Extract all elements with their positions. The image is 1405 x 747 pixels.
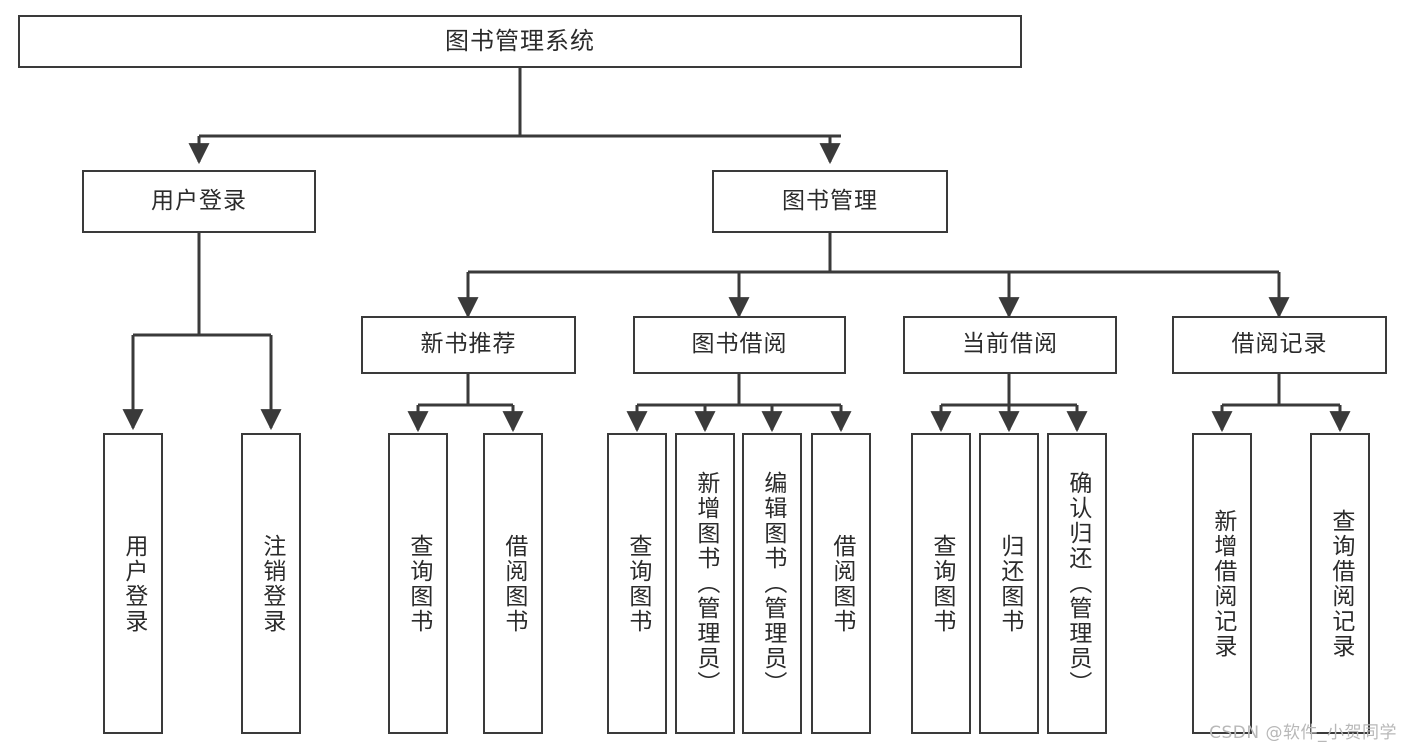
node-leaf-return-book[interactable]: 归还图书 xyxy=(979,433,1039,734)
node-label: 用户登录 xyxy=(151,187,247,214)
node-book-management[interactable]: 图书管理 xyxy=(712,170,948,233)
node-leaf-user-login[interactable]: 用户登录 xyxy=(103,433,163,734)
node-leaf-query-record[interactable]: 查询借阅记录 xyxy=(1310,433,1370,734)
node-label: 用户登录 xyxy=(120,533,147,634)
node-leaf-add-book[interactable]: 新增图书（管理员） xyxy=(675,433,735,734)
node-label: 查询图书 xyxy=(624,533,651,634)
node-user-login[interactable]: 用户登录 xyxy=(82,170,316,233)
node-leaf-borrow-book-2[interactable]: 借阅图书 xyxy=(811,433,871,734)
node-leaf-user-logout[interactable]: 注销登录 xyxy=(241,433,301,734)
node-leaf-query-book-2[interactable]: 查询图书 xyxy=(607,433,667,734)
node-leaf-add-record[interactable]: 新增借阅记录 xyxy=(1192,433,1252,734)
node-leaf-query-book-1[interactable]: 查询图书 xyxy=(388,433,448,734)
node-leaf-confirm-return[interactable]: 确认归还（管理员） xyxy=(1047,433,1107,734)
node-label: 查询图书 xyxy=(405,533,432,634)
node-label: 新书推荐 xyxy=(420,331,517,358)
node-root-book-management-system[interactable]: 图书管理系统 xyxy=(18,15,1022,68)
node-label: 借阅图书 xyxy=(500,533,527,634)
node-label: 查询图书 xyxy=(928,533,955,634)
node-leaf-edit-book[interactable]: 编辑图书（管理员） xyxy=(742,433,802,734)
node-new-book-recommend[interactable]: 新书推荐 xyxy=(361,316,576,374)
node-leaf-query-book-3[interactable]: 查询图书 xyxy=(911,433,971,734)
node-book-borrow[interactable]: 图书借阅 xyxy=(633,316,846,374)
node-label: 图书管理 xyxy=(782,187,878,214)
csdn-watermark: CSDN @软件_小贺同学 xyxy=(1209,723,1397,743)
node-borrow-record[interactable]: 借阅记录 xyxy=(1172,316,1387,374)
node-leaf-borrow-book-1[interactable]: 借阅图书 xyxy=(483,433,543,734)
node-label: 查询借阅记录 xyxy=(1327,508,1354,659)
node-label: 新增借阅记录 xyxy=(1209,508,1236,659)
node-label: 编辑图书（管理员） xyxy=(759,471,786,696)
node-label: 注销登录 xyxy=(258,533,285,634)
node-label: 确认归还（管理员） xyxy=(1064,471,1091,696)
node-label: 借阅记录 xyxy=(1231,331,1328,358)
node-label: 新增图书（管理员） xyxy=(692,471,719,696)
node-label: 借阅图书 xyxy=(828,533,855,634)
node-label: 图书管理系统 xyxy=(445,27,595,56)
node-label: 当前借阅 xyxy=(962,331,1058,358)
node-label: 图书借阅 xyxy=(691,331,788,358)
node-label: 归还图书 xyxy=(996,533,1023,634)
node-current-borrow[interactable]: 当前借阅 xyxy=(903,316,1117,374)
